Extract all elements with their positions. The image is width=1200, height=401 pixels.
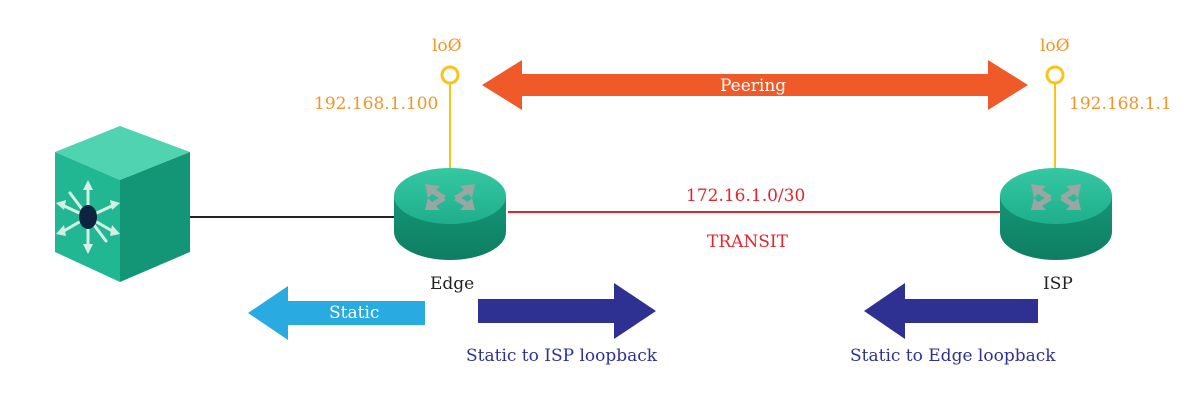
isp-router-icon	[1000, 168, 1112, 260]
static-arrow	[248, 286, 425, 340]
edge-router-icon	[394, 168, 506, 260]
edge-loopback-circle	[440, 65, 460, 85]
isp-loopback-label: loØ	[1040, 36, 1070, 56]
static-to-isp-arrow	[478, 283, 656, 339]
edge-loopback-label: loØ	[432, 36, 462, 56]
transit-subnet: 172.16.1.0/30	[686, 186, 806, 206]
static-label: Static	[329, 303, 380, 323]
isp-loopback-circle	[1045, 65, 1065, 85]
transit-label: TRANSIT	[707, 232, 788, 252]
switch-icon	[55, 126, 190, 282]
peering-label: Peering	[720, 76, 787, 96]
static-to-edge-arrow	[864, 283, 1038, 339]
peering-arrow	[482, 60, 1028, 110]
static-to-isp-label: Static to ISP loopback	[466, 346, 658, 366]
edge-router-name: Edge	[430, 274, 475, 294]
isp-router-name: ISP	[1043, 274, 1073, 294]
isp-loopback-ip: 192.168.1.1	[1069, 94, 1172, 114]
edge-loopback-ip: 192.168.1.100	[314, 94, 439, 114]
static-to-edge-label: Static to Edge loopback	[850, 346, 1056, 366]
